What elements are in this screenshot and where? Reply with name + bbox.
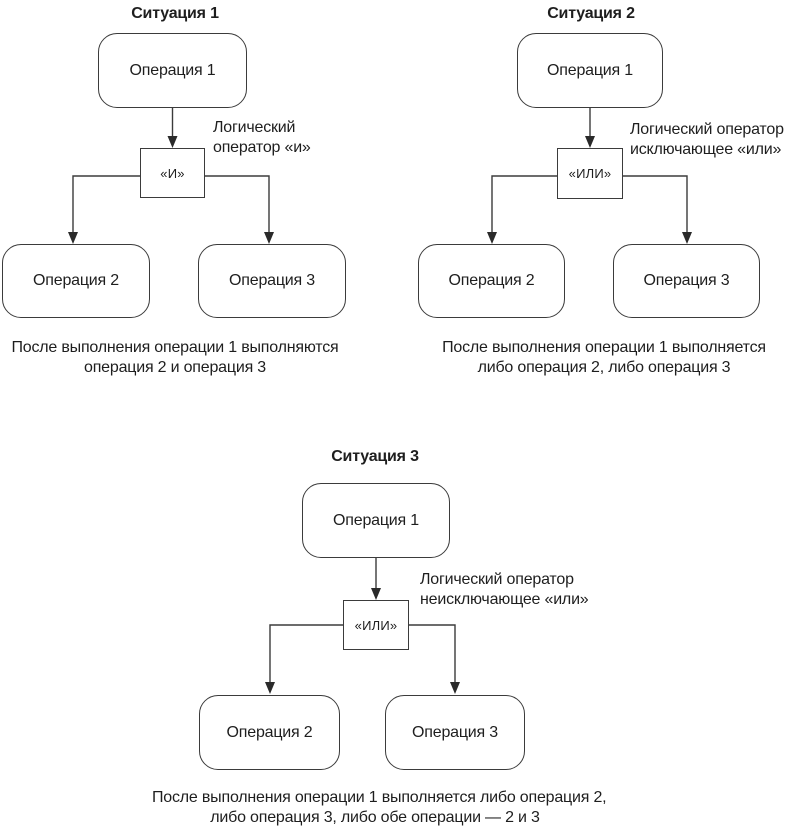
node-operation-2: Операция 2 [418, 244, 565, 318]
operator-annotation-line2: оператор «и» [213, 139, 311, 156]
situation-caption: После выполнения операции 1 выполняется … [418, 338, 790, 378]
operator-annotation-line2: неисключающее «или» [420, 591, 589, 608]
arrowhead-operator [371, 588, 381, 600]
caption-line2: либо операция 3, либо обе операции — 2 и… [210, 809, 540, 826]
node-operation-3-label: Операция 3 [643, 272, 730, 289]
node-operation-1: Операция 1 [302, 483, 450, 558]
arrowhead-op3 [450, 682, 460, 694]
node-logical-operator: «ИЛИ» [343, 600, 409, 650]
caption-line2: либо операция 2, либо операция 3 [477, 359, 731, 376]
arrowhead-operator [167, 136, 178, 148]
operator-annotation-line1: Логический оператор [630, 121, 784, 138]
situation-1: Ситуация 1 Операция 1 «И» Логический опе… [2, 4, 348, 386]
wire-operator-to-op2 [491, 175, 557, 233]
arrowhead-op3 [682, 232, 692, 244]
situation-caption: После выполнения операции 1 выполняются … [2, 338, 348, 378]
operator-annotation: Логический оператор исключающее «или» [630, 120, 784, 160]
node-operation-3-label: Операция 3 [229, 272, 315, 289]
situation-title: Ситуация 3 [331, 448, 419, 465]
wire-operator-to-op3 [409, 624, 456, 683]
situation-title: Ситуация 2 [547, 5, 635, 22]
node-operation-3-label: Операция 3 [412, 723, 498, 741]
node-operation-1-label: Операция 1 [333, 511, 419, 529]
caption-line2: операция 2 и операция 3 [84, 359, 266, 376]
node-operation-2-label: Операция 2 [226, 723, 313, 741]
situation-3: Ситуация 3 Операция 1 «ИЛИ» Логический о… [152, 446, 607, 831]
caption-line1: После выполнения операции 1 выполняются [11, 339, 339, 356]
node-operation-1: Операция 1 [98, 33, 247, 108]
node-logical-operator: «ИЛИ» [557, 148, 623, 199]
logical-operator-label: «ИЛИ» [354, 617, 398, 633]
node-operation-3: Операция 3 [198, 244, 346, 318]
node-logical-operator: «И» [140, 148, 205, 198]
node-operation-2: Операция 2 [2, 244, 150, 318]
situation-2: Ситуация 2 Операция 1 «ИЛИ» Логический о… [418, 4, 790, 386]
operator-annotation: Логический оператор неисключающее «или» [420, 570, 589, 610]
node-operation-1-label: Операция 1 [547, 61, 633, 79]
arrowhead-op2 [265, 682, 275, 694]
node-operation-1-label: Операция 1 [129, 61, 216, 79]
arrowhead-op2 [68, 232, 78, 244]
arrowhead-op2 [487, 232, 497, 244]
operator-annotation-line2: исключающее «или» [630, 141, 782, 158]
caption-line1: После выполнения операции 1 выполняется [442, 339, 766, 356]
logical-operator-label: «ИЛИ» [568, 166, 612, 181]
node-operation-3: Операция 3 [385, 695, 525, 770]
operator-annotation-line1: Логический оператор [420, 571, 574, 588]
operator-annotation-line1: Логический [213, 119, 296, 136]
wire-operator-to-op3 [205, 175, 270, 233]
logical-operator-label: «И» [160, 165, 185, 181]
wire-operator-to-op3 [623, 175, 688, 233]
arrowhead-op3 [264, 232, 274, 244]
wire-operator-to-op2 [72, 175, 140, 233]
node-operation-2: Операция 2 [199, 695, 340, 770]
operator-annotation: Логический оператор «и» [213, 118, 311, 158]
wire-operator-to-op2 [269, 624, 343, 683]
caption-line1: После выполнения операции 1 выполняется … [152, 789, 607, 806]
node-operation-3: Операция 3 [613, 244, 760, 318]
node-operation-1: Операция 1 [517, 33, 663, 108]
node-operation-2-label: Операция 2 [448, 272, 535, 289]
situation-title: Ситуация 1 [131, 5, 219, 22]
node-operation-2-label: Операция 2 [33, 272, 119, 289]
situation-caption: После выполнения операции 1 выполняется … [152, 788, 607, 828]
arrowhead-operator [585, 136, 595, 148]
